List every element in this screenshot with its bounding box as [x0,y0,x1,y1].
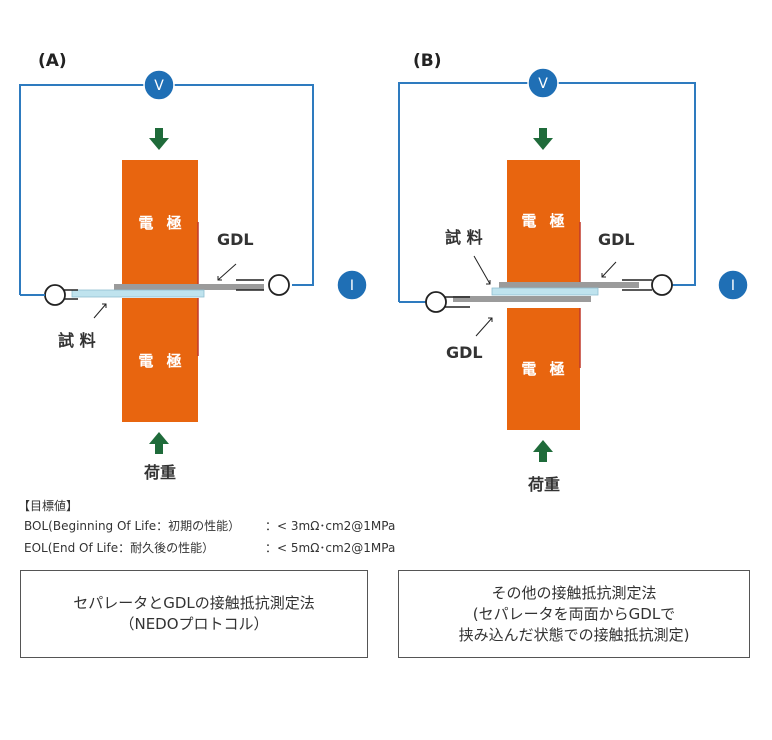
electrode-top-label: 電 極 [521,212,568,230]
eol-value: ：< 5mΩ･cm2@1MPa [265,541,396,555]
ammeter: I [336,269,368,301]
electrode-top-label: 電 極 [138,214,185,232]
caption-b-line1: その他の接触抵抗測定法 [491,583,657,602]
electrode-bottom [507,308,580,430]
caption-box-a: セパレータとGDLの接触抵抗測定法 （NEDOプロトコル） [20,570,368,658]
circuit-wire [19,84,314,295]
panel-a: (A) V I 電 極 電 極 [19,51,368,482]
caption-box-b: その他の接触抵抗測定法 (セパレータを両面からGDLで 挟み込んだ状態での接触抵… [398,570,750,658]
electrode-bottom [122,298,198,422]
load-arrow-up [533,440,553,462]
sample-label: 試 料 [58,331,96,350]
terminal-right [236,274,290,296]
panel-b-label: (B) [413,51,442,71]
electrode-top [122,160,198,284]
voltmeter-symbol: V [538,76,548,92]
voltmeter-symbol: V [154,78,164,94]
caption-a-line1: セパレータとGDLの接触抵抗測定法 [73,594,315,612]
ammeter: I [717,269,749,301]
load-label: 荷重 [144,463,176,482]
sample-label: 試 料 [445,228,483,247]
load-arrow-down [149,128,169,150]
caption-b-line3: 挟み込んだ状態での接触抵抗測定) [458,625,690,644]
caption-b-line2: (セパレータを両面からGDLで [472,604,676,623]
load-arrow-up [149,432,169,454]
terminal-left [20,284,78,306]
electrode-bottom-label: 電 極 [138,352,185,370]
gdl-bottom-layer [453,296,591,302]
electrode-top [507,160,580,282]
electrode-bottom-label: 電 極 [521,360,568,378]
voltmeter: V [527,67,559,99]
panel-a-label: (A) [38,51,67,71]
gdl-bottom-label: GDL [446,343,483,362]
sample-layer [71,289,205,298]
gdl-top-layer [499,282,639,288]
load-label: 荷重 [528,475,560,494]
terminal-left [425,291,470,313]
gdl-layer [114,284,264,290]
bol-label: BOL(Beginning Of Life：初期の性能） [24,519,241,533]
caption-a-line2: （NEDOプロトコル） [119,615,269,633]
voltmeter: V [143,69,175,101]
targets-heading: 【目標値】 [18,499,79,513]
gdl-label: GDL [217,230,254,249]
bol-value: ：< 3mΩ･cm2@1MPa [265,519,396,533]
load-arrow-down [533,128,553,150]
eol-label: EOL(End Of Life：耐久後の性能） [24,541,215,555]
ammeter-symbol: I [731,278,735,294]
panel-b: (B) V I 電 極 電 極 [398,51,749,494]
circuit-wire [398,82,696,302]
sample-layer [491,287,599,296]
gdl-top-label: GDL [598,230,635,249]
ammeter-symbol: I [350,278,354,294]
terminal-right [622,274,673,296]
